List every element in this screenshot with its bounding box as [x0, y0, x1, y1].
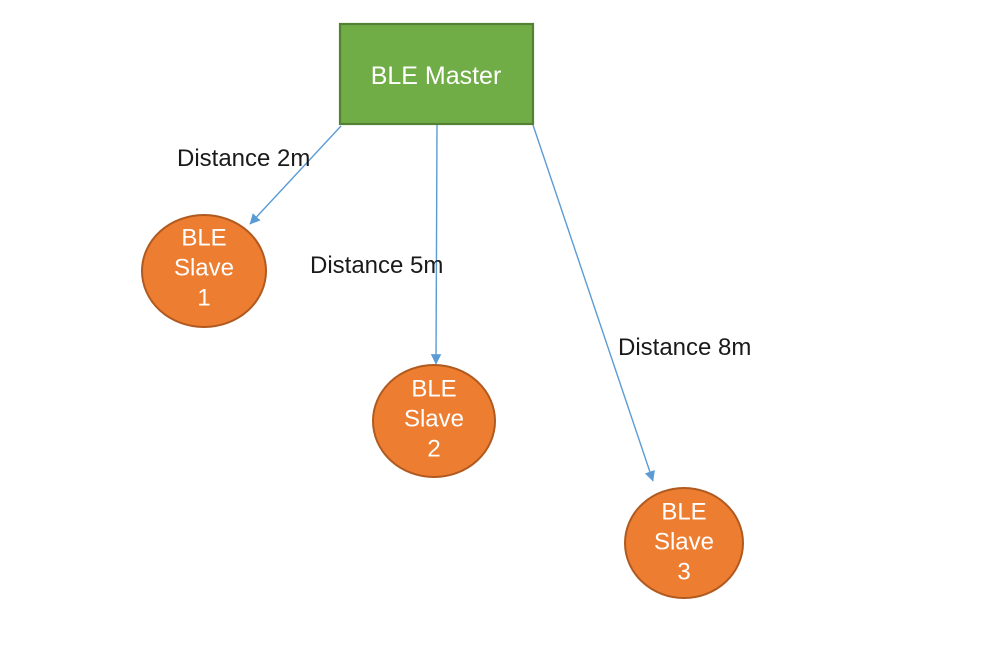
- connector-master-to-slave-1: Distance 2m: [177, 125, 342, 225]
- ble-slave-2-label-line-3: 2: [427, 436, 440, 463]
- ble-slave-1-label-line-3: 1: [197, 285, 210, 312]
- ble-slave-2-node: BLE Slave 2: [372, 364, 496, 478]
- ble-slave-1-label-line-1: BLE: [181, 225, 226, 252]
- ble-slave-2-shape: [372, 364, 496, 478]
- ble-slave-1-label-line-2: Slave: [174, 255, 234, 282]
- ble-slave-2-label-line-2: Slave: [404, 406, 464, 433]
- ble-slave-3-node: BLE Slave 3: [624, 487, 744, 599]
- ble-slave-3-shape: [624, 487, 744, 599]
- ble-slave-3-label-line-3: 3: [677, 559, 690, 586]
- distance-label-1: Distance 2m: [177, 145, 310, 172]
- distance-label-3: Distance 8m: [618, 334, 751, 361]
- connector-master-to-slave-2: Distance 5m: [310, 124, 443, 365]
- connector-line-3: [532, 124, 655, 482]
- ble-slave-2-label-line-1: BLE: [411, 376, 456, 403]
- connector-line-1: [249, 125, 342, 225]
- ble-slave-3-label-line-2: Slave: [654, 529, 714, 556]
- ble-slave-1-shape: [141, 214, 267, 328]
- connector-master-to-slave-3: Distance 8m: [532, 124, 751, 482]
- ble-slave-3-label-line-1: BLE: [661, 499, 706, 526]
- ble-master-label: BLE Master: [371, 62, 502, 90]
- distance-label-2: Distance 5m: [310, 252, 443, 279]
- ble-master-shape: [338, 22, 535, 126]
- connector-line-2: [430, 124, 442, 365]
- ble-master-node: BLE Master: [338, 22, 535, 126]
- ble-slave-1-node: BLE Slave 1: [141, 214, 267, 328]
